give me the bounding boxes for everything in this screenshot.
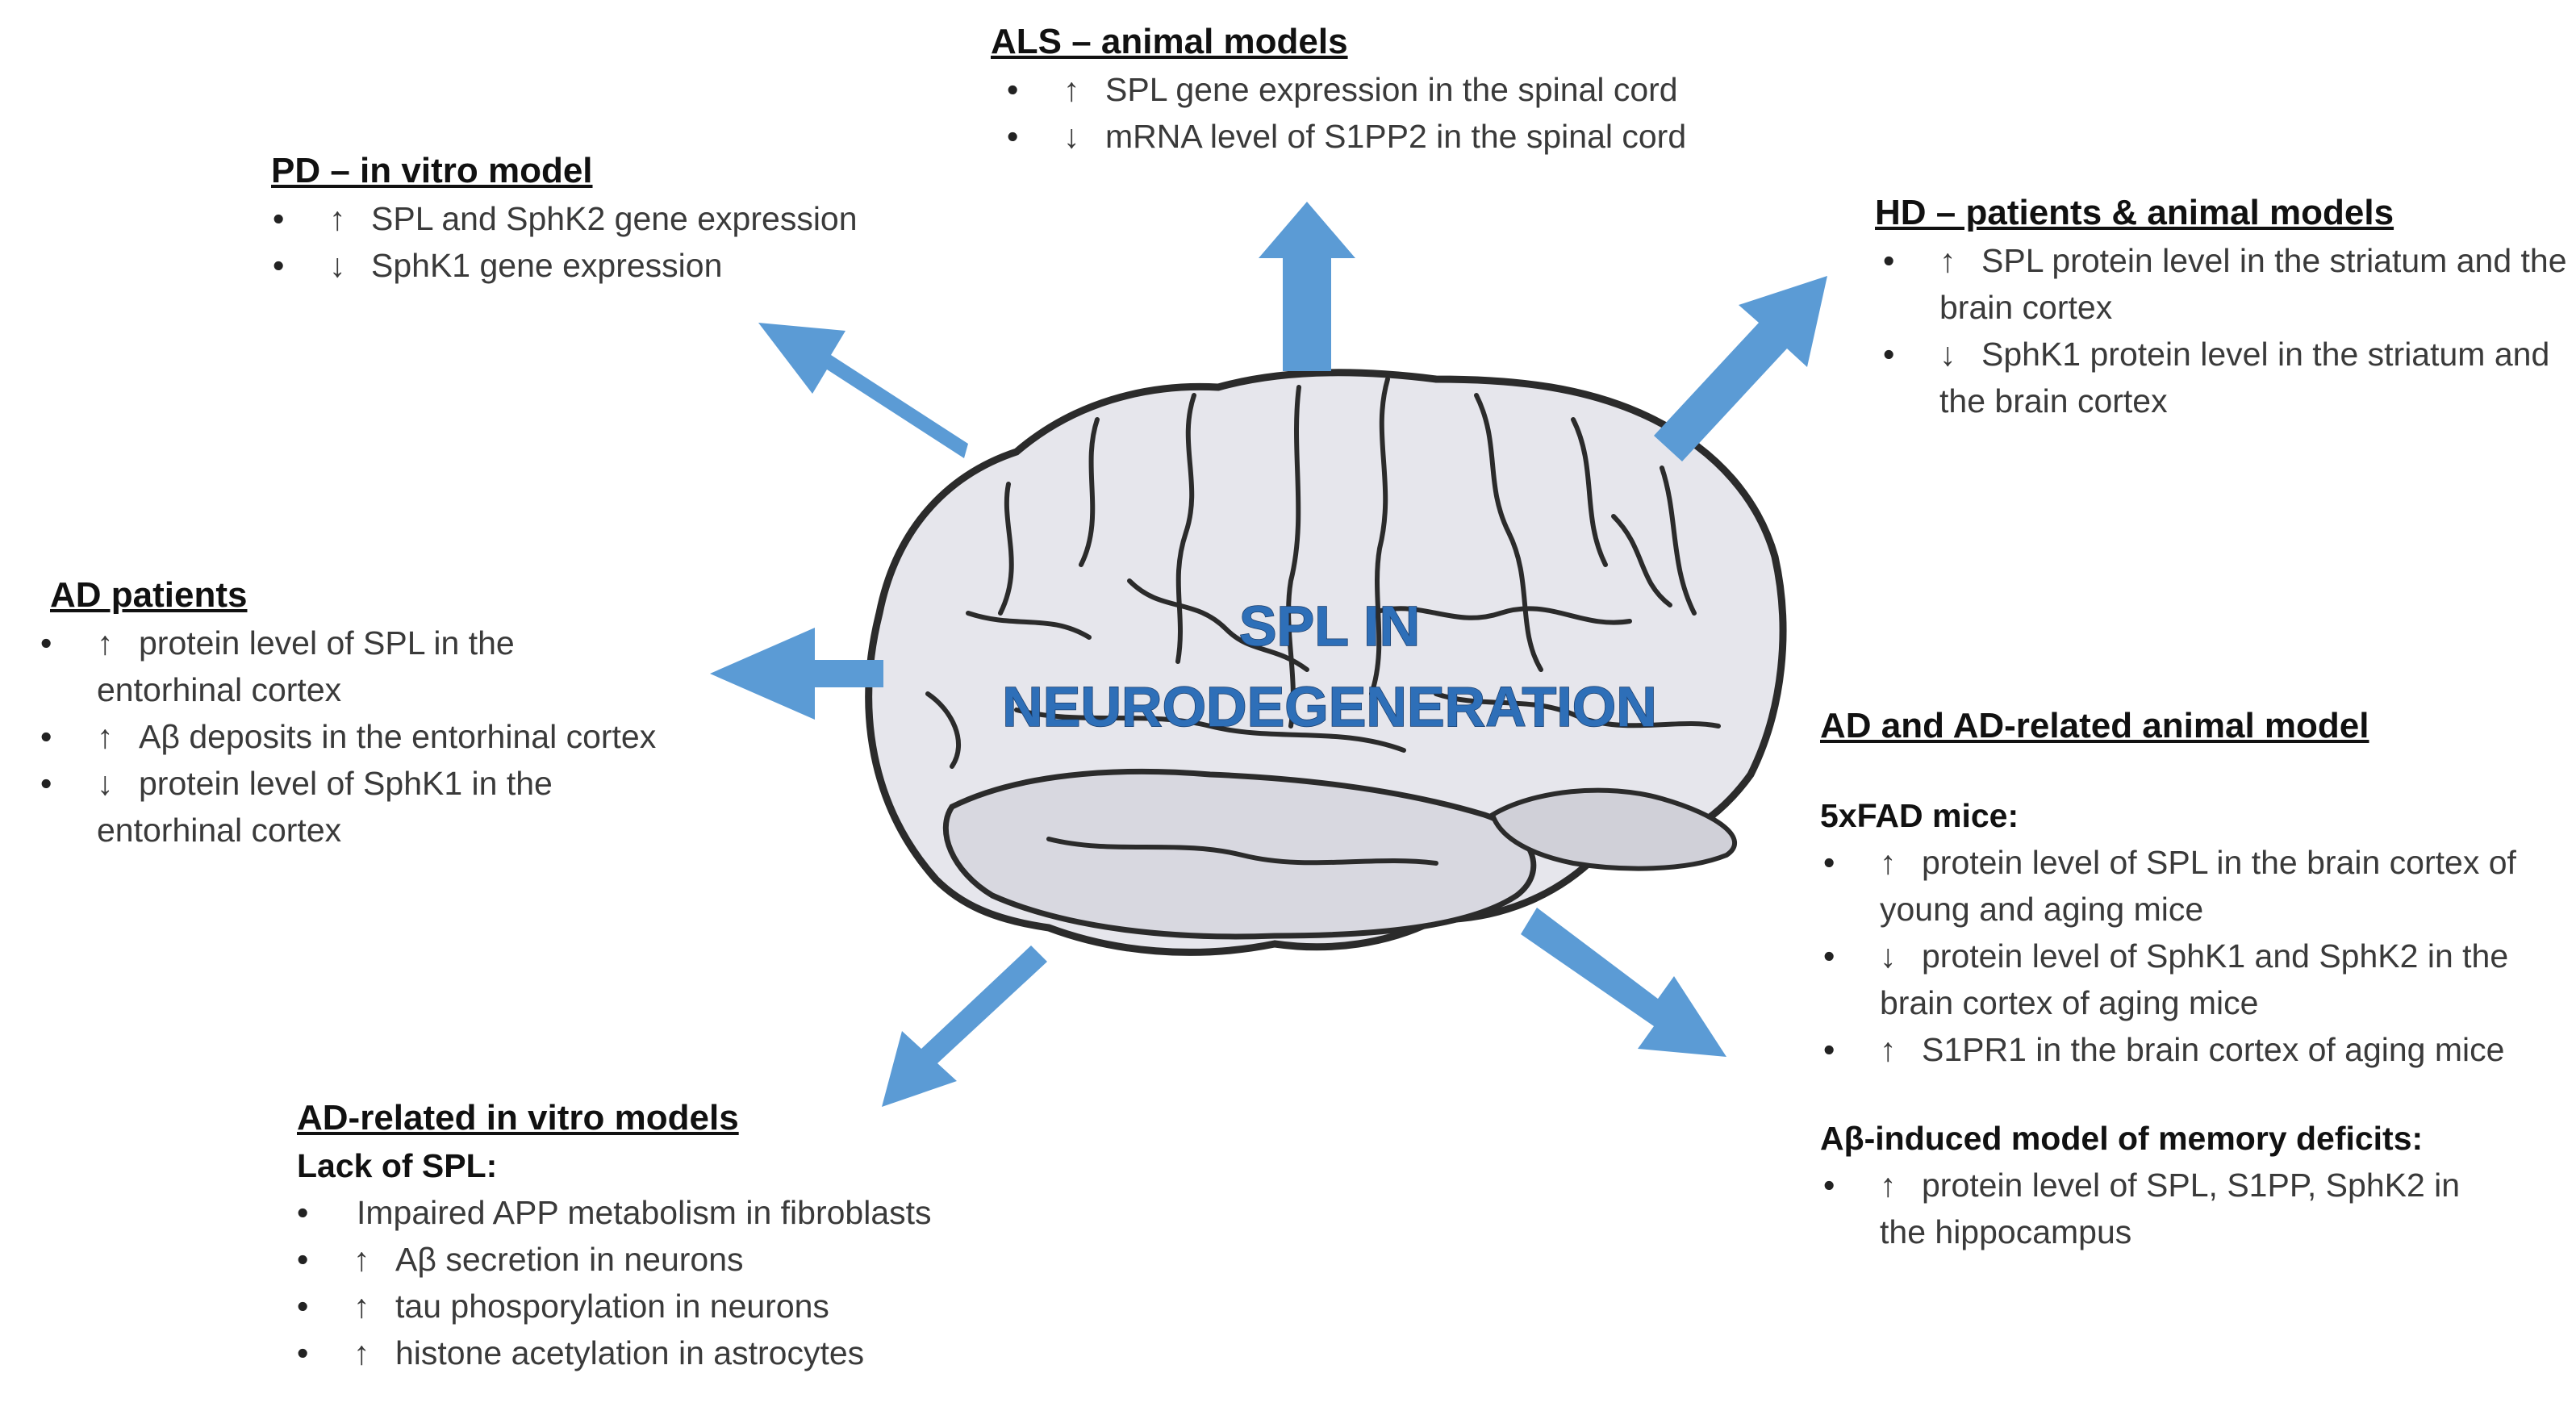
down-arrow-icon: ↓ [329,247,346,284]
up-arrow-icon: ↑ [353,1288,370,1325]
arrows [710,202,1827,1107]
arrow-downleft-invitro [882,946,1047,1107]
list-item-text: protein level of SphK1 in the entorhinal… [97,765,553,849]
list-item: ↑ Aβ deposits in the entorhinal cortex [24,713,734,760]
list-item-text: SphK1 protein level in the striatum and … [1939,336,2550,420]
list-item: ↑ tau phosporylation in neurons [281,1283,1007,1330]
ad-patients-block: AD patients ↑protein level of SPL in the… [24,571,734,854]
list-item-text: tau phosporylation in neurons [395,1288,829,1325]
hd-list: ↑SPL protein level in the striatum and t… [1867,237,2569,424]
list-item-text: mRNA level of S1PP2 in the spinal cord [1105,118,1687,155]
down-arrow-icon: ↓ [1063,118,1080,155]
diagram-title-line2: NEURODEGENERATION [1002,675,1657,738]
list-item: ↓ mRNA level of S1PP2 in the spinal cord [991,113,1717,160]
list-item: ↑SPL protein level in the striatum and t… [1867,237,2569,331]
arrow-downright-animal [1521,908,1726,1057]
diagram-title-line1: SPL IN [1239,595,1420,657]
list-item: ↑ S1PR1 in the brain cortex of aging mice [1807,1026,2566,1073]
ad-animal-subheading-abeta: Aβ-induced model of memory deficits: [1820,1120,2424,1157]
list-item: ↑protein level of SPL, S1PP, SphK2 in th… [1807,1162,2509,1255]
list-item: Impaired APP metabolism in fibroblasts [281,1189,1007,1236]
arrow-up-als [1259,202,1355,371]
ad-animal-list-abeta: ↑protein level of SPL, S1PP, SphK2 in th… [1807,1162,2566,1255]
up-arrow-icon: ↑ [1880,1031,1897,1068]
up-arrow-icon: ↑ [1880,844,1897,881]
list-item-text: SPL protein level in the striatum and th… [1939,242,2567,326]
pd-list: ↑ SPL and SphK2 gene expression ↓ SphK1 ge… [257,195,918,289]
als-list: ↑SPL gene expression in the spinal cord … [991,66,1717,160]
up-arrow-icon: ↑ [353,1334,370,1371]
ad-patients-list: ↑protein level of SPL in the entorhinal … [24,620,734,854]
list-item-text: Impaired APP metabolism in fibroblasts [357,1194,932,1231]
list-item-text: protein level of SPL in the entorhinal c… [97,624,515,708]
pd-block: PD – in vitro model ↑ SPL and SphK2 gene … [257,147,918,289]
list-item: ↓protein level of SphK1 in the entorhina… [24,760,613,854]
als-block: ALS – animal models ↑ SPL gene expression… [991,18,1717,160]
arrow-upright-hd [1654,276,1827,461]
up-arrow-icon: ↑ [1063,71,1080,108]
ad-patients-heading: AD patients [50,575,248,615]
hd-heading: HD – patients & animal models [1875,193,2394,232]
ad-invitro-subheading: Lack of SPL: [297,1147,498,1184]
down-arrow-icon: ↓ [1880,937,1897,975]
list-item: ↑ SPL and SphK2 gene expression [257,195,918,242]
list-item: ↓SphK1 protein level in the striatum and… [1867,331,2569,424]
up-arrow-icon: ↑ [353,1241,370,1278]
list-item-text: histone acetylation in astrocytes [395,1334,865,1371]
list-item: ↑protein level of SPL in the entorhinal … [24,620,581,713]
hd-block: HD – patients & animal models ↑SPL prote… [1867,189,2569,424]
list-item: ↑protein level of SPL in the brain corte… [1807,839,2566,933]
ad-animal-list-5xfad: ↑protein level of SPL in the brain corte… [1807,839,2566,1073]
ad-invitro-list: Impaired APP metabolism in fibroblasts ↑… [281,1189,1007,1376]
brain-illustration [865,369,1787,956]
list-item-text: SphK1 gene expression [371,247,723,284]
ad-animal-heading: AD and AD-related animal model [1820,706,2369,745]
up-arrow-icon: ↑ [97,624,114,662]
up-arrow-icon: ↑ [97,718,114,755]
list-item-text: Aβ deposits in the entorhinal cortex [139,718,657,755]
list-item-text: SPL and SphK2 gene expression [371,200,858,237]
pd-heading: PD – in vitro model [271,151,593,190]
list-item-text: protein level of SphK1 and SphK2 in the … [1880,937,2509,1021]
ad-animal-block: AD and AD-related animal model 5xFAD mic… [1807,702,2566,1255]
gyri [925,377,1721,866]
list-item-text: S1PR1 in the brain cortex of aging mice [1922,1031,2505,1068]
up-arrow-icon: ↑ [1880,1167,1897,1204]
ad-invitro-block: AD-related in vitro models Lack of SPL: … [281,1094,1007,1376]
list-item: ↑ histone acetylation in astrocytes [281,1330,1007,1376]
list-item-text: SPL gene expression in the spinal cord [1105,71,1678,108]
ad-invitro-heading: AD-related in vitro models [297,1098,739,1138]
up-arrow-icon: ↑ [329,200,346,237]
arrow-upleft-pd [758,323,968,458]
cerebellum [1489,787,1738,871]
list-item-text: Aβ secretion in neurons [395,1241,744,1278]
list-item: ↓ SphK1 gene expression [257,242,918,289]
list-item: ↓protein level of SphK1 and SphK2 in the… [1807,933,2566,1026]
ad-animal-subheading-5xfad: 5xFAD mice: [1820,797,2019,834]
list-item-text: protein level of SPL, S1PP, SphK2 in the… [1880,1167,2461,1250]
list-item: ↑ Aβ secretion in neurons [281,1236,1007,1283]
up-arrow-icon: ↑ [1939,242,1956,279]
arrow-left-ad-patients [710,628,883,720]
als-heading: ALS – animal models [991,22,1348,61]
list-item: ↑ SPL gene expression in the spinal cord [991,66,1717,113]
down-arrow-icon: ↓ [97,765,114,802]
list-item-text: protein level of SPL in the brain cortex… [1880,844,2516,928]
down-arrow-icon: ↓ [1939,336,1956,373]
